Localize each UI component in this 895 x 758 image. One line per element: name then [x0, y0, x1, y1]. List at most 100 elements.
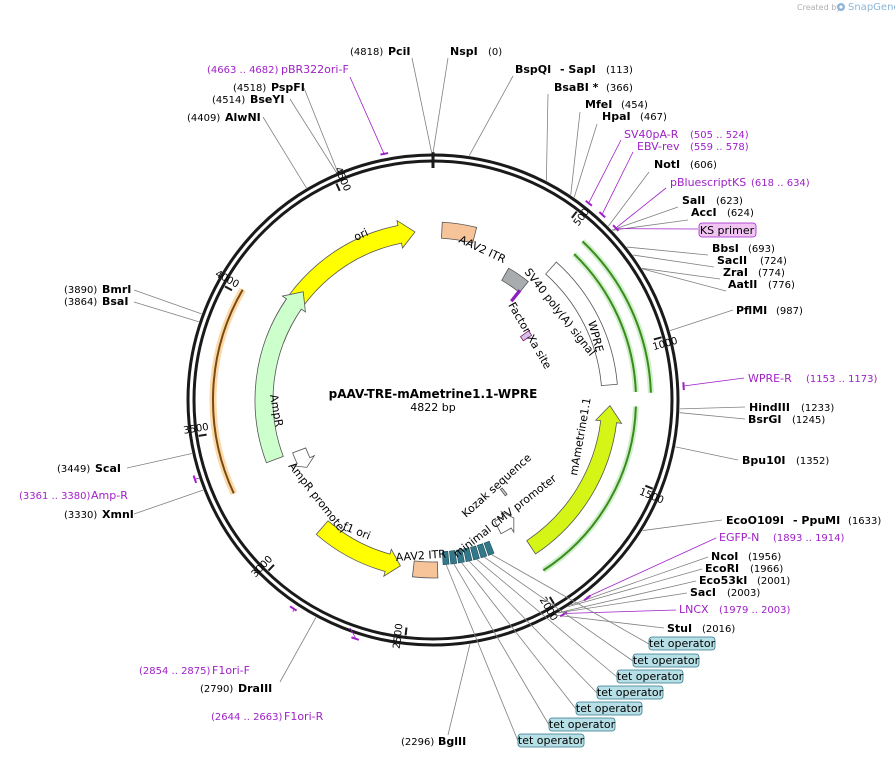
site-leader — [289, 98, 337, 173]
site-pos: (1233) — [801, 403, 834, 414]
tick-label: 2500 — [392, 623, 406, 650]
aav2-itr-bottom-label: AAV2 ITR — [395, 547, 446, 564]
site-name[interactable]: BspQI — [515, 63, 551, 76]
orange-track-ampr — [209, 287, 246, 495]
primer-name[interactable]: SV40pA-R — [624, 128, 679, 141]
site-name[interactable]: HindIII — [749, 401, 790, 414]
tet-operator-tag[interactable] — [575, 701, 643, 716]
primer-name[interactable]: F1ori-R — [284, 710, 324, 723]
primer-mark — [351, 636, 360, 641]
site-name[interactable]: NcoI — [711, 550, 738, 563]
primer-mark — [598, 211, 606, 219]
tet-operator-block[interactable] — [476, 543, 488, 559]
site-name[interactable]: SacI — [690, 586, 716, 599]
site-name[interactable]: EcoRI — [705, 562, 739, 575]
primer-name[interactable]: pBluescriptKS — [670, 176, 746, 189]
tet-operator-tag[interactable] — [632, 653, 700, 668]
site-name[interactable]: AccI — [691, 206, 717, 219]
site-name[interactable]: ZraI — [723, 266, 748, 279]
site-name[interactable]: DraIII — [238, 682, 272, 695]
site-name[interactable]: StuI — [667, 622, 692, 635]
tet-operator-block[interactable] — [441, 550, 450, 566]
primer-mark — [612, 224, 620, 232]
site-name[interactable]: NspI — [450, 45, 478, 58]
site-leader — [262, 116, 307, 189]
tet-operator-tag[interactable] — [648, 636, 716, 651]
site-pos: (4518) — [233, 83, 266, 94]
site-name[interactable]: BseYI — [250, 93, 284, 106]
site-name[interactable]: XmnI — [102, 508, 134, 521]
site-name[interactable]: Bpu10I — [742, 454, 786, 467]
mametrine-feature[interactable] — [526, 405, 623, 555]
kozak-feature[interactable] — [499, 487, 508, 497]
primer-name[interactable]: WPRE-R — [748, 372, 792, 385]
tet-operator-block[interactable] — [449, 550, 458, 565]
site-pos: (467) — [640, 112, 667, 123]
site-name[interactable]: BmrI — [102, 283, 131, 296]
site-name[interactable]: SacII — [717, 254, 747, 267]
site-leader — [468, 75, 514, 156]
site-name[interactable]: PflMI — [736, 304, 767, 317]
site-leader — [608, 171, 650, 227]
site-pos: (2296) — [401, 737, 434, 748]
tick-mark — [198, 433, 207, 437]
tet-operator-block[interactable] — [463, 547, 473, 563]
site-leader — [570, 556, 709, 606]
site-name[interactable]: - SapI — [560, 63, 596, 76]
tet-operator-label: tet operator — [649, 637, 716, 650]
primer-name[interactable]: EGFP-N — [719, 531, 759, 544]
site-name[interactable]: Eco53kI — [699, 574, 747, 587]
aav2-itr-bottom-feature[interactable] — [411, 560, 439, 579]
tet-operator-tag[interactable] — [616, 669, 684, 684]
primer-name[interactable]: Amp-R — [91, 489, 128, 502]
tet-operator-label: tet operator — [633, 654, 700, 667]
tet-operator-leader — [483, 556, 634, 662]
tet-operator-tag[interactable] — [548, 717, 616, 732]
tet-operator-tag[interactable] — [596, 685, 664, 700]
site-name[interactable]: BsaBI * — [554, 81, 599, 94]
site-name[interactable]: PspFI — [271, 81, 305, 94]
site-name[interactable]: MfeI — [585, 98, 612, 111]
tet-operator-block[interactable] — [483, 540, 495, 556]
site-name[interactable]: AlwNI — [225, 111, 261, 124]
site-name[interactable]: BbsI — [712, 242, 739, 255]
site-name[interactable]: ScaI — [95, 462, 121, 475]
ampr-feature[interactable] — [254, 291, 306, 464]
wpre-feature[interactable] — [545, 261, 618, 387]
restriction-sites: (4818) PciI NspI (0) BspQI - SapI (113) … — [57, 45, 881, 748]
primer-name[interactable]: F1ori-F — [212, 664, 250, 677]
primer-name[interactable]: pBR322ori-F — [281, 63, 349, 76]
site-name[interactable]: BglII — [438, 735, 466, 748]
plasmid-length: 4822 bp — [410, 401, 455, 414]
ks-primer-tag[interactable] — [698, 222, 757, 238]
site-name[interactable]: SalI — [682, 194, 705, 207]
site-name[interactable]: BsrGI — [748, 413, 781, 426]
tick-mark — [224, 285, 233, 292]
tet-operator-label: tet operator — [576, 702, 643, 715]
site-pos: (1633) — [848, 516, 881, 527]
site-name[interactable]: PciI — [388, 45, 410, 58]
f1-ori-feature[interactable] — [315, 520, 401, 578]
site-name[interactable]: EcoO109I — [726, 514, 784, 527]
site-leader — [669, 309, 734, 332]
tet-operator-tag[interactable] — [517, 733, 585, 748]
tet-operator-block[interactable] — [456, 548, 465, 564]
primer-name[interactable]: EBV-rev — [637, 140, 680, 153]
aav2-itr-top-label: AAV2 ITR — [457, 233, 508, 266]
primer-range: (618 .. 634) — [751, 178, 810, 189]
factor-xa-site-feature[interactable] — [519, 330, 533, 342]
site-pos: (774) — [758, 268, 785, 279]
primer-range: (559 .. 578) — [690, 142, 749, 153]
ampr-promoter-feature[interactable] — [291, 447, 316, 468]
primer-name[interactable]: LNCX — [679, 603, 709, 616]
tet-operator-block[interactable] — [470, 545, 480, 561]
site-pos: (623) — [716, 196, 743, 207]
site-name[interactable]: BsaI — [102, 295, 128, 308]
site-name[interactable]: NotI — [654, 158, 680, 171]
site-leader — [573, 123, 598, 198]
site-name[interactable]: AatII — [728, 278, 757, 291]
site-name[interactable]: - PpuMI — [793, 514, 840, 527]
min-cmv-promoter-feature[interactable] — [494, 510, 515, 535]
aav2-itr-top-feature[interactable] — [441, 221, 478, 244]
site-name[interactable]: HpaI — [602, 110, 631, 123]
